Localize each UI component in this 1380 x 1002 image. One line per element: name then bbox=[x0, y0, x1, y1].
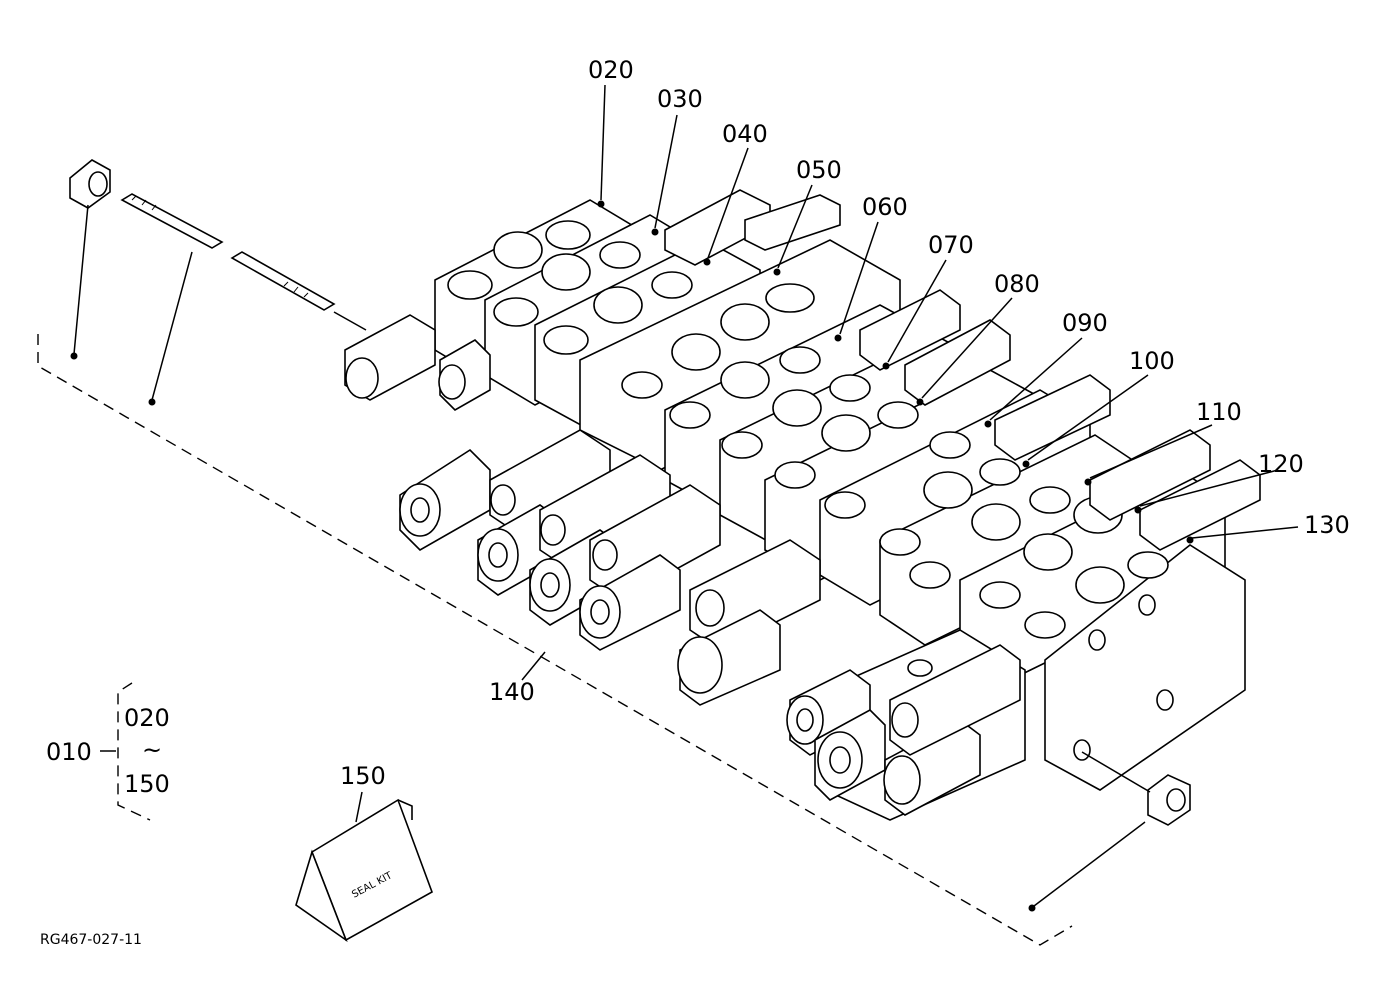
assembly-range-to: 150 bbox=[124, 770, 170, 798]
callout-labels: 020 030 040 050 060 070 080 090 100 110 … bbox=[340, 56, 1350, 790]
assembly-boundary bbox=[37, 334, 1073, 946]
callout-030: 030 bbox=[657, 85, 703, 113]
assembly-range-from: 020 bbox=[124, 704, 170, 732]
leader-lines bbox=[355, 84, 1299, 823]
callout-090: 090 bbox=[1062, 309, 1108, 337]
assembly-legend: 010 020 ~ 150 bbox=[46, 682, 170, 821]
valve-stack bbox=[344, 189, 1261, 821]
callout-140: 140 bbox=[489, 678, 535, 706]
tie-rod bbox=[120, 193, 367, 406]
callout-110: 110 bbox=[1196, 398, 1242, 426]
callout-100: 100 bbox=[1129, 347, 1175, 375]
callout-070: 070 bbox=[928, 231, 974, 259]
callout-130: 130 bbox=[1304, 511, 1350, 539]
callout-050: 050 bbox=[796, 156, 842, 184]
assembly-range-sep: ~ bbox=[142, 736, 162, 764]
callout-080: 080 bbox=[994, 270, 1040, 298]
drawing-code: RG467-027-11 bbox=[40, 932, 142, 948]
callout-040: 040 bbox=[722, 120, 768, 148]
callout-060: 060 bbox=[862, 193, 908, 221]
nut-top bbox=[69, 159, 111, 360]
seal-kit: SEAL KIT bbox=[295, 798, 433, 943]
nut-bottom bbox=[1028, 751, 1191, 912]
callout-020: 020 bbox=[588, 56, 634, 84]
assembly-main-number: 010 bbox=[46, 738, 92, 766]
callout-120: 120 bbox=[1258, 450, 1304, 478]
callout-150: 150 bbox=[340, 762, 386, 790]
